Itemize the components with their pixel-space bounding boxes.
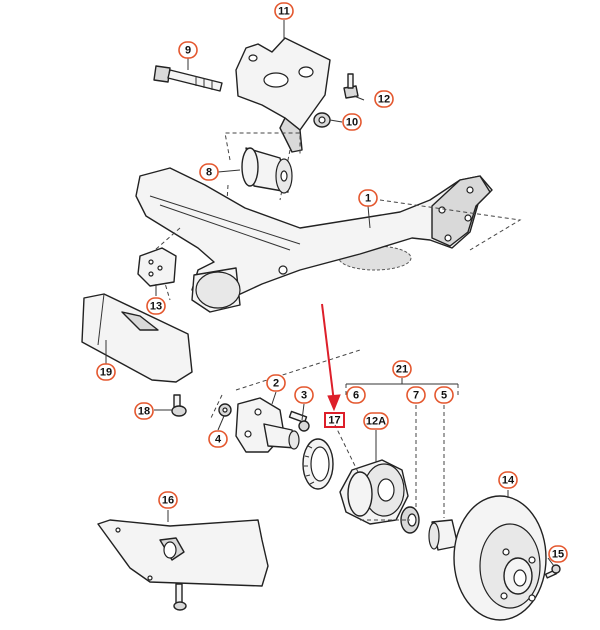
- callout-21: 21: [392, 360, 412, 378]
- callout-bubble: [498, 471, 518, 489]
- part-mounting-bracket: [235, 37, 331, 153]
- part-cover-block: [81, 293, 193, 383]
- callout-14: 14: [498, 471, 518, 489]
- callout-number: 3: [301, 390, 307, 402]
- callout-number: 14: [502, 475, 515, 487]
- part-screw-15: [544, 564, 561, 579]
- part-bolt-18: [171, 394, 187, 417]
- callout-bubble: [374, 90, 394, 108]
- callout-7: 7: [406, 386, 426, 404]
- callout-12: 12: [374, 90, 394, 108]
- callout-12A: 12A: [363, 412, 389, 430]
- callout-number: 12: [378, 94, 390, 106]
- part-small-nut: [218, 403, 232, 417]
- callout-6: 6: [346, 386, 366, 404]
- part-long-bolt: [153, 65, 223, 92]
- callout-bubble: [342, 113, 362, 131]
- part-stub-axle: [235, 397, 300, 453]
- callout-number: 4: [215, 434, 222, 446]
- callout-bubble: [178, 41, 198, 59]
- part-nut: [313, 112, 331, 128]
- callout-8: 8: [199, 163, 219, 181]
- callout-bubble: [363, 412, 389, 430]
- callout-bubble: [96, 363, 116, 381]
- callout-11: 11: [274, 2, 294, 20]
- callout-bubble: [358, 189, 378, 207]
- part-dust-cap: [428, 519, 459, 551]
- callout-number: 19: [100, 367, 112, 379]
- callout-bubble: [406, 386, 426, 404]
- callout-number: 1: [365, 193, 371, 205]
- callout-9: 9: [178, 41, 198, 59]
- callout-number: 7: [413, 390, 419, 402]
- callout-number: 11: [278, 6, 290, 18]
- callout-15: 15: [548, 545, 568, 563]
- callout-bubble: [158, 491, 178, 509]
- callout-bubble: [392, 360, 412, 378]
- callout-number: 18: [138, 406, 150, 418]
- callout-bubble: [199, 163, 219, 181]
- callout-number: 12A: [366, 416, 386, 428]
- part-axle-beam: [135, 167, 493, 313]
- callout-16: 16: [158, 491, 178, 509]
- part-backing-plate: [97, 519, 269, 611]
- callout-number: 16: [162, 495, 174, 507]
- callout-bubble: [146, 297, 166, 315]
- part-small-bolt: [343, 73, 359, 99]
- callout-number: 21: [396, 364, 408, 376]
- part-bump-stop: [137, 247, 177, 287]
- highlight-label-17: 17: [324, 412, 345, 428]
- callout-3: 3: [294, 386, 314, 404]
- callout-1: 1: [358, 189, 378, 207]
- part-tone-ring: [302, 438, 334, 490]
- callout-5: 5: [434, 386, 454, 404]
- callout-number: 9: [185, 45, 191, 57]
- callout-bubble: [346, 386, 366, 404]
- callout-number: 15: [552, 549, 564, 561]
- callout-bubble: [434, 386, 454, 404]
- part-brake-disc: [453, 495, 547, 621]
- callout-4: 4: [208, 430, 228, 448]
- callout-number: 2: [273, 378, 279, 390]
- callout-number: 5: [441, 390, 447, 402]
- callout-bubble: [294, 386, 314, 404]
- highlight-arrow: [321, 303, 341, 412]
- callout-number: 10: [346, 117, 358, 129]
- callout-13: 13: [146, 297, 166, 315]
- callout-bubble: [274, 2, 294, 20]
- highlight-label-text: 17: [328, 415, 340, 427]
- part-hub: [339, 459, 409, 525]
- callout-bubble: [208, 430, 228, 448]
- callout-bubble: [134, 402, 154, 420]
- part-bolt-3: [288, 410, 310, 432]
- part-bushing: [241, 147, 293, 194]
- callout-19: 19: [96, 363, 116, 381]
- callout-number: 13: [150, 301, 162, 313]
- callout-18: 18: [134, 402, 154, 420]
- callout-10: 10: [342, 113, 362, 131]
- callout-2: 2: [266, 374, 286, 392]
- callout-number: 6: [353, 390, 359, 402]
- callout-number: 8: [206, 167, 212, 179]
- callout-bubble: [548, 545, 568, 563]
- callout-bubble: [266, 374, 286, 392]
